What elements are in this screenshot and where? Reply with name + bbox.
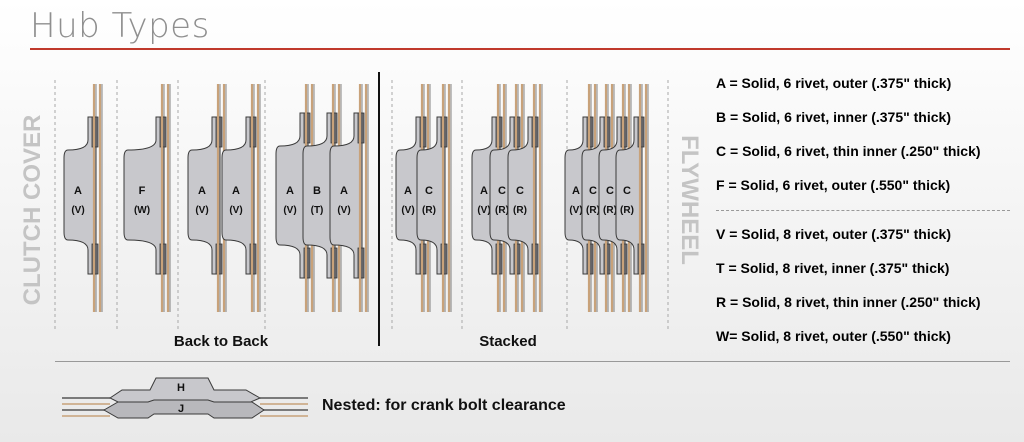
config-2: F (W)	[123, 84, 171, 312]
legend-line-v: V = Solid, 8 rivet, outer (.375" thick)	[716, 226, 951, 242]
hub-rivet-code: (V)	[71, 205, 84, 216]
flywheel-label: FLYWHEEL	[676, 135, 703, 265]
hub-letter: A	[232, 185, 240, 197]
hub-3-2: A (V)	[221, 84, 261, 312]
hub-rivet-code: (T)	[311, 205, 324, 216]
nested-caption: Nested: for crank bolt clearance	[322, 397, 566, 414]
config-7: A (V) C (R) C (R) C (R)	[564, 84, 649, 312]
legend-line-b: B = Solid, 6 rivet, inner (.375" thick)	[716, 109, 951, 125]
hub-body	[615, 116, 643, 275]
config-6: A (V) C (R) C (R)	[471, 84, 543, 312]
hub-2-1: F (W)	[123, 84, 171, 312]
hub-rivet-code: (V)	[195, 205, 208, 216]
hub-4-1: A (V)	[275, 84, 315, 312]
hub-body	[187, 116, 221, 275]
hub-letter: C	[425, 185, 433, 197]
hub-body	[221, 116, 255, 275]
config-1: A (V)	[63, 84, 103, 312]
hub-letter: C	[589, 185, 597, 197]
hub-1-1: A (V)	[63, 84, 103, 312]
legend-line-c: C = Solid, 6 rivet, thin inner (.250" th…	[716, 143, 981, 159]
clutch-cover-label: CLUTCH COVER	[19, 115, 46, 306]
legend-line-r: R = Solid, 8 rivet, thin inner (.250" th…	[716, 294, 981, 310]
page-title: Hub Types	[30, 6, 210, 46]
hub-7-4: C (R)	[615, 84, 649, 312]
stacked-label: Stacked	[479, 333, 537, 350]
legend-line-f: F = Solid, 6 rivet, outer (.550" thick)	[716, 177, 951, 193]
hub-rivet-code: (R)	[513, 205, 527, 216]
hub-rivet-code: (R)	[620, 205, 634, 216]
hub-letter: A	[480, 185, 488, 197]
hub-letter: C	[623, 185, 631, 197]
hub-body	[275, 112, 309, 279]
nested-hub-j	[102, 399, 265, 419]
hub-rivet-code: (V)	[283, 205, 296, 216]
hub-4-3: A (V)	[329, 84, 369, 312]
hub-rivet-code: (W)	[134, 205, 150, 216]
hub-5-2: C (R)	[416, 84, 452, 312]
hub-letter: A	[572, 185, 580, 197]
hub-letter: A	[286, 185, 294, 197]
legend-line-w: W= Solid, 8 rivet, outer (.550" thick)	[716, 328, 951, 344]
hub-6-3: C (R)	[507, 84, 543, 312]
hub-letter: A	[74, 185, 82, 197]
bottom-rule	[55, 361, 1010, 362]
legend-line-t: T = Solid, 8 rivet, inner (.375" thick)	[716, 260, 950, 276]
hub-configurations: A (V) F (W) A (V) A (V) A (V) B (T) A (V) A (V) C (R) A (V)…	[63, 84, 649, 312]
legend-divider	[716, 210, 1010, 211]
hub-body	[123, 116, 165, 275]
hub-letter: C	[498, 185, 506, 197]
hub-body	[507, 116, 537, 275]
hub-body	[63, 116, 97, 275]
nested-h-label: H	[177, 382, 185, 394]
hub-rivet-code: (V)	[477, 205, 490, 216]
hub-rivet-code: (R)	[603, 205, 617, 216]
hub-3-1: A (V)	[187, 84, 227, 312]
hub-letter: F	[139, 185, 146, 197]
hub-letter: A	[198, 185, 206, 197]
title-rule	[30, 48, 1010, 50]
config-4: A (V) B (T) A (V)	[275, 84, 369, 312]
hub-letter: A	[340, 185, 348, 197]
hub-letter: B	[313, 185, 321, 197]
nested-hub-drawing: HJ	[62, 377, 308, 419]
hub-letter: C	[516, 185, 524, 197]
hub-rivet-code: (V)	[229, 205, 242, 216]
hub-4-2: B (T)	[302, 84, 342, 312]
hub-rivet-code: (R)	[586, 205, 600, 216]
back-to-back-label: Back to Back	[174, 333, 269, 350]
nested-j-label: J	[178, 403, 184, 415]
config-5: A (V) C (R)	[395, 84, 452, 312]
hub-body	[302, 112, 336, 279]
hub-letter: A	[404, 185, 412, 197]
config-3: A (V) A (V)	[187, 84, 261, 312]
hub-body	[329, 112, 363, 279]
hub-body	[416, 116, 446, 275]
hub-rivet-code: (R)	[495, 205, 509, 216]
hub-rivet-code: (R)	[422, 205, 436, 216]
hub-rivet-code: (V)	[337, 205, 350, 216]
hub-rivet-code: (V)	[401, 205, 414, 216]
hub-letter: C	[606, 185, 614, 197]
hub-rivet-code: (V)	[569, 205, 582, 216]
legend-line-a: A = Solid, 6 rivet, outer (.375" thick)	[716, 75, 952, 91]
